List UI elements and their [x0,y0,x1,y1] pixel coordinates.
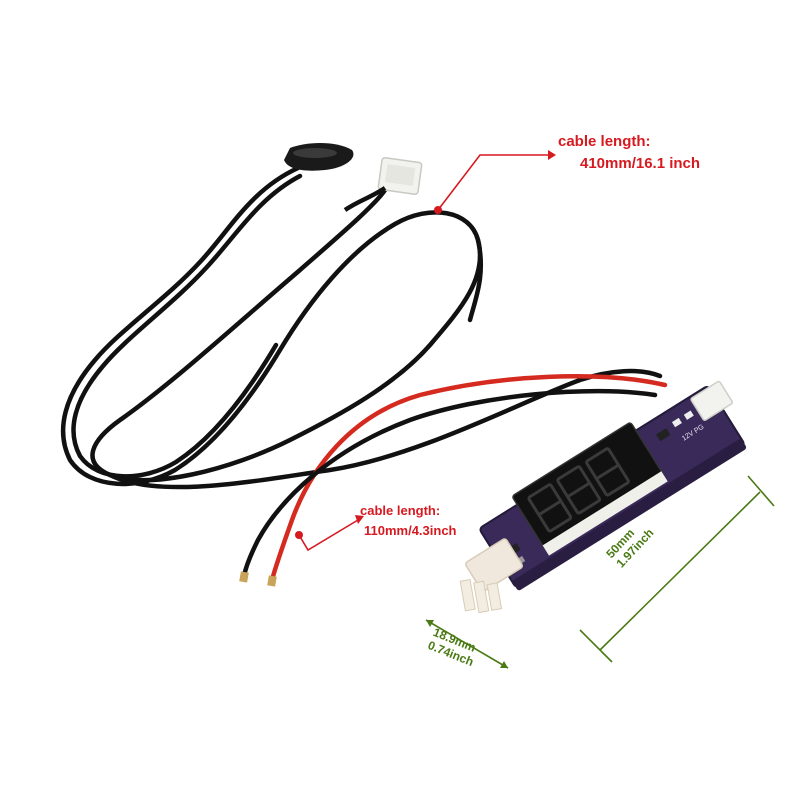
pcb-board: 12V PG [479,380,747,591]
callout-dot-top [434,206,442,214]
mid-cable-title: cable length: [360,503,441,518]
top-cable-value: 410mm/16.1 inch [580,155,701,172]
temperature-probe [284,143,354,171]
mid-cable-value: 110mm/4.3inch [364,523,457,538]
black-cable [60,165,663,490]
callout-lines [298,154,548,552]
fan-connector [459,538,523,614]
wire-tips [239,571,277,587]
top-cable-title: cable length: [558,133,651,150]
dim-arrow-right [500,661,508,668]
callout-arrow-mid [355,515,364,524]
power-cable [241,374,668,583]
dimension-lines [425,475,775,669]
callout-dot-mid [295,531,303,539]
dim-arrow-left [426,620,434,627]
top-connector [343,157,423,212]
callout-arrow-top [548,150,556,160]
